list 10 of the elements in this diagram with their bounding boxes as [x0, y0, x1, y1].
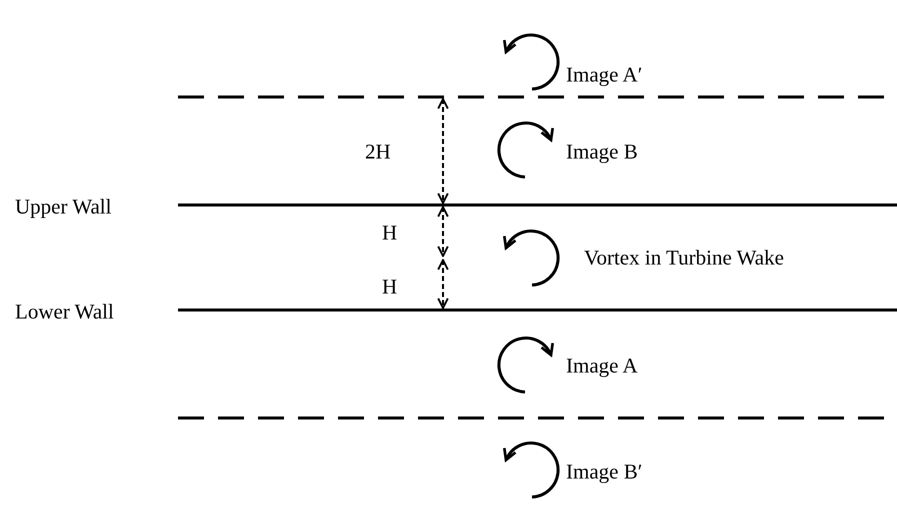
- wall-label: Upper Wall: [15, 195, 112, 219]
- image-label: Image A: [566, 354, 638, 378]
- vortex-label: Vortex in Turbine Wake: [584, 246, 784, 270]
- dimension-label: H: [382, 221, 398, 245]
- image-label: Image B: [566, 140, 638, 164]
- image-label: Image B′: [566, 460, 642, 484]
- dimension-label: 2H: [365, 140, 391, 164]
- wall-label: Lower Wall: [15, 300, 114, 324]
- dimension-label: H: [382, 275, 398, 299]
- image-label: Image A′: [566, 63, 642, 87]
